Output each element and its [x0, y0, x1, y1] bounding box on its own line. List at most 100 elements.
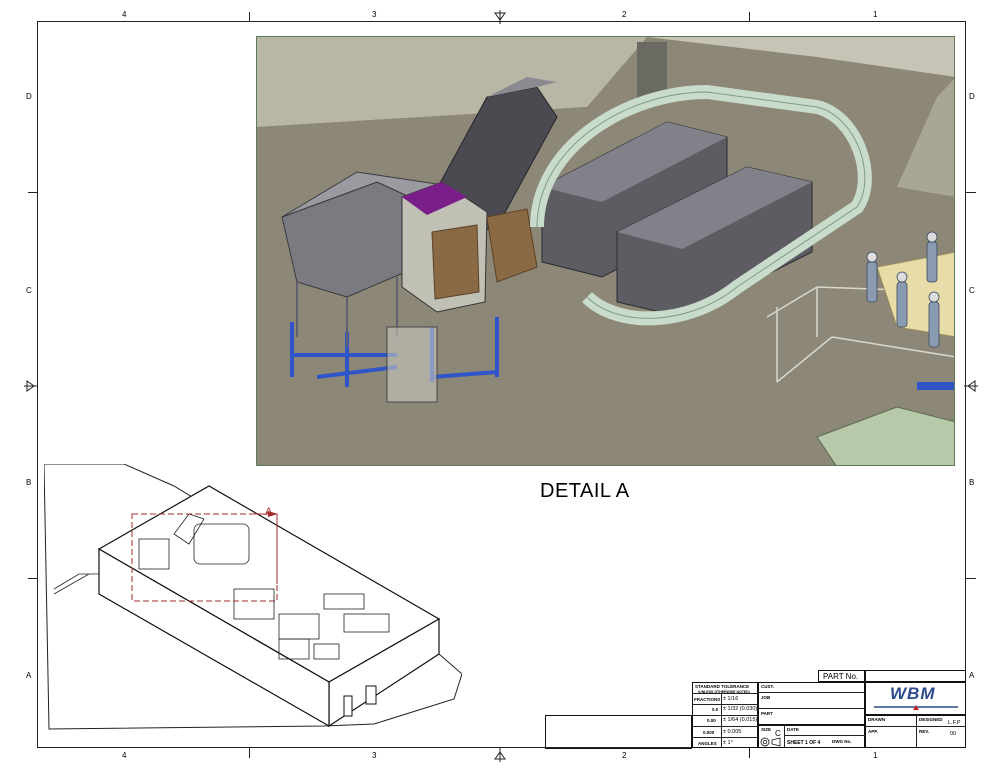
zone-row-right-C: C: [969, 286, 975, 295]
tol-row-angles-value: ± 1°: [723, 740, 733, 746]
part-no-label: PART No.: [823, 672, 859, 681]
size-date-block: SIZE C DATE DWG No. SHEET 1 OF 4: [758, 725, 865, 748]
zone-row-right-D: D: [969, 92, 975, 101]
centering-mark-top: [494, 10, 506, 24]
tb-line: [758, 692, 865, 693]
overview-view: A: [43, 463, 463, 741]
tol-row-line: [692, 726, 758, 727]
zone-tick: [966, 192, 976, 193]
detail-a-title: DETAIL A: [540, 480, 630, 502]
size-label: SIZE: [761, 727, 772, 732]
opening: [343, 695, 353, 717]
tb-line: [916, 715, 917, 748]
zone-row-left-B: B: [26, 478, 32, 487]
opening: [365, 685, 377, 705]
app-label: APP.: [868, 729, 878, 734]
detail-a-view: [256, 36, 955, 466]
detail-a-callout: A: [265, 506, 273, 518]
projection-symbol-icon: [760, 737, 781, 747]
zone-col-bottom-2: 2: [622, 751, 627, 760]
wbm-logo-text: WBM: [890, 684, 936, 703]
zone-row-left-C: C: [26, 286, 32, 295]
designed-label: DESIGNED: [919, 717, 943, 722]
tol-row-line: [692, 704, 758, 705]
building-side-wall: [98, 547, 330, 728]
date-label: DATE: [787, 727, 799, 732]
tol-row-3-value: ± 0.005: [723, 729, 742, 735]
tb-line: [784, 725, 785, 748]
size-value: C: [775, 729, 781, 738]
drawn-designed-block: DRAWN DESIGNED L.F.P APP. REV. 00: [865, 715, 966, 748]
bulk-bin-2: [486, 208, 538, 283]
cust-label: CUST.: [761, 684, 775, 689]
cust-job-part-block: CUST. JOB PART: [758, 682, 865, 725]
part-label: PART: [761, 711, 773, 716]
stair-platform: [766, 286, 954, 383]
tol-row-1-value: ± 1/32 (0.030): [723, 706, 758, 712]
centering-mark-bottom: [494, 748, 506, 762]
zone-row-right-B: B: [969, 478, 975, 487]
tol-row-2-label: 0.00: [707, 718, 716, 723]
tb-line: [784, 735, 865, 736]
centering-mark-left: [24, 380, 38, 392]
machine-1-top: [542, 122, 727, 202]
drawing-border: [37, 21, 966, 748]
zone-tick: [249, 748, 250, 758]
workers: [866, 231, 940, 348]
zone-tick: [966, 578, 976, 579]
tol-row-2-value: ± 1/64 (0.015): [723, 717, 758, 723]
overview-illustration: [43, 463, 463, 730]
back-wall-left: [257, 37, 647, 127]
zone-row-left-D: D: [26, 92, 32, 101]
sheet-text: SHEET 1 OF 4: [787, 740, 821, 746]
zone-col-bottom-3: 3: [372, 751, 377, 760]
job-label: JOB: [761, 695, 771, 700]
tol-row-3-label: 0.000: [703, 730, 715, 735]
zone-col-top-3: 3: [372, 10, 377, 19]
zone-col-bottom-4: 4: [122, 751, 127, 760]
title-block-bottom-strip: [545, 715, 692, 749]
tol-row-1-label: 0.0: [712, 707, 719, 712]
zone-tick: [749, 748, 750, 758]
part-no-value-box: [865, 670, 966, 682]
lower-equipment: [816, 406, 954, 465]
tol-row-line: [692, 737, 758, 738]
zone-row-right-A: A: [969, 671, 975, 680]
tb-line: [758, 708, 865, 709]
drawn-label: DRAWN: [868, 717, 885, 722]
dwg-no-label: DWG No.: [832, 739, 852, 744]
tol-row-line: [692, 715, 758, 716]
rev-label: REV.: [919, 729, 930, 734]
tol-row-fractions-label: FRACTIONS: [694, 697, 721, 702]
blue-conveyor: [917, 382, 954, 390]
guard-panel: [386, 326, 438, 403]
zone-col-bottom-1: 1: [873, 751, 878, 760]
conveyor-head: [487, 77, 557, 97]
rev-value: 00: [950, 731, 957, 737]
tol-row-line: [692, 693, 758, 694]
wbm-logo: [874, 705, 958, 710]
zone-tick: [28, 192, 37, 193]
side-wall: [897, 79, 954, 197]
tol-row-fractions-value: ± 1/16: [723, 696, 739, 702]
zone-tick: [249, 12, 250, 21]
detail-a-boundary: [131, 513, 278, 602]
tolerance-subtitle: (UNLESS OTHERWISE NOTED): [698, 690, 750, 694]
designed-value: L.F.P: [948, 720, 961, 726]
zone-col-top-4: 4: [122, 10, 127, 19]
zone-tick: [749, 12, 750, 21]
bulk-bin: [431, 224, 480, 300]
tolerance-title: STANDARD TOLERANCE: [695, 684, 750, 689]
tol-divider: [721, 693, 722, 748]
dumper-purple-lid: [402, 182, 467, 215]
zone-row-left-A: A: [26, 671, 32, 680]
tb-line: [865, 726, 966, 727]
back-wall-right: [647, 37, 954, 77]
machine-2-top: [617, 167, 812, 249]
zone-col-top-2: 2: [622, 10, 627, 19]
detail-a-illustration: [257, 37, 954, 465]
overview-equipment: [53, 513, 390, 660]
zone-col-top-1: 1: [873, 10, 878, 19]
logo-block: [865, 682, 966, 715]
centering-mark-right: [964, 380, 978, 392]
